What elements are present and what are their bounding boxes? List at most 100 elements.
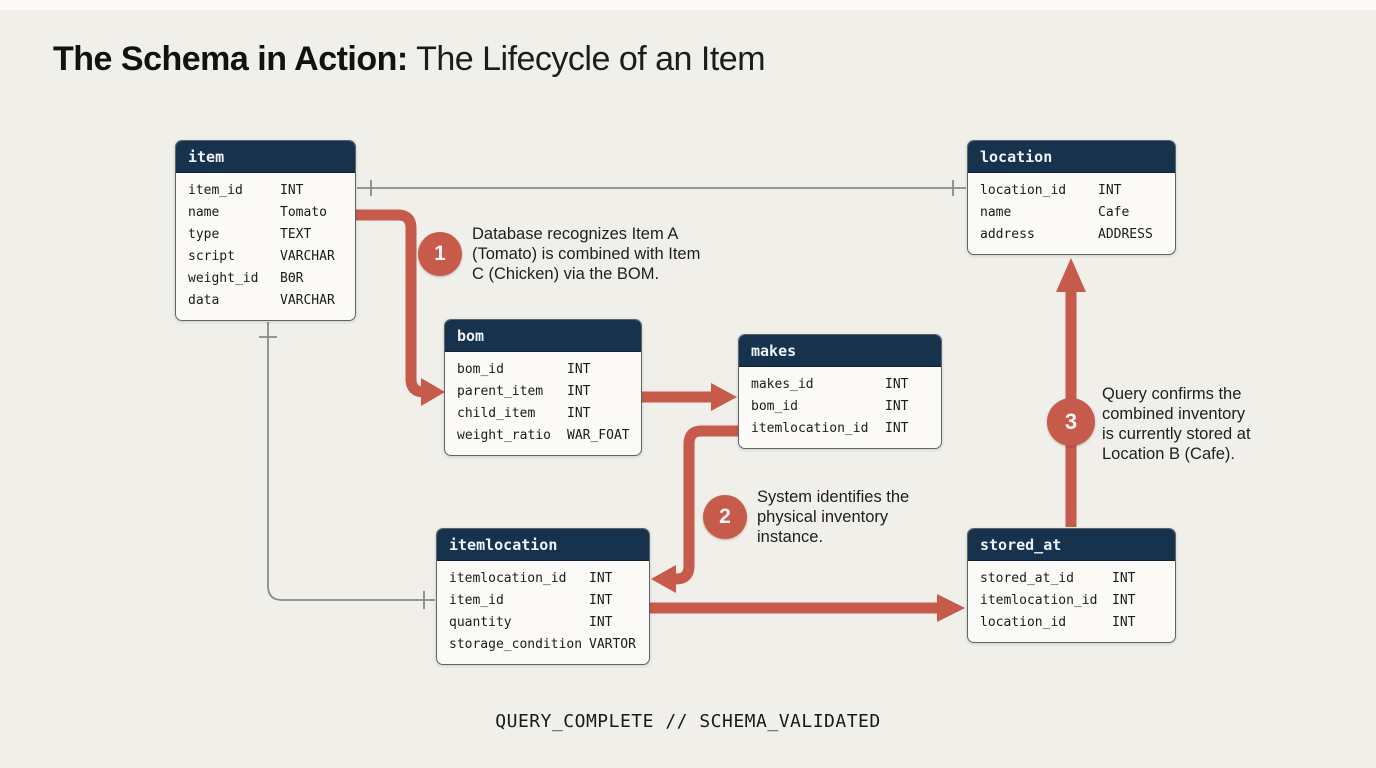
table-bom-title: bom <box>445 320 641 352</box>
step-1-note: Database recognizes Item A (Tomato) is c… <box>472 224 700 284</box>
column-type: VARCHAR <box>280 293 335 308</box>
table-row: bom_id INT <box>751 396 929 418</box>
column-type: INT <box>885 399 909 414</box>
column-type: INT <box>1098 183 1122 198</box>
column-name: location_id <box>980 615 1067 630</box>
column-name: bom_id <box>457 362 504 377</box>
column-name: item_id <box>188 183 243 198</box>
step-3-note-line: Location B (Cafe). <box>1102 445 1235 463</box>
column-name: name <box>980 205 1012 220</box>
table-row: quantity INT <box>449 612 637 634</box>
table-row: itemlocation_id INT <box>980 590 1163 612</box>
table-row: storage_condition VARTOR <box>449 634 637 656</box>
column-type: INT <box>589 615 613 630</box>
column-name: bom_id <box>751 399 798 414</box>
table-row: item_id INT <box>188 180 343 202</box>
page-title-regular: The Lifecycle of an Item <box>407 40 766 78</box>
table-row: itemlocation_id INT <box>751 418 929 440</box>
column-name: quantity <box>449 615 512 630</box>
step-3-note: Query confirms the combined inventory is… <box>1102 384 1251 464</box>
arrow-storedat-to-location <box>1056 258 1086 527</box>
table-row: weight_ratio WAR_FOAT <box>457 425 630 447</box>
column-name: name <box>188 205 220 220</box>
table-item-title: item <box>176 141 355 173</box>
step-3-badge: 3 <box>1047 398 1095 446</box>
column-type: VARTOR <box>589 637 636 652</box>
step-1-badge: 1 <box>418 232 462 276</box>
table-row: child_item INT <box>457 403 629 425</box>
column-name: stored_at_id <box>980 571 1074 586</box>
table-stored-at-title: stored_at <box>968 529 1175 561</box>
column-name: weight_id <box>188 271 259 286</box>
arrow-itemlocation-to-storedat <box>650 594 965 622</box>
table-row: address ADDRESS <box>980 224 1163 246</box>
table-row: type TEXT <box>188 224 343 246</box>
page-title: The Schema in Action: The Lifecycle of a… <box>53 40 766 79</box>
column-type: INT <box>589 571 613 586</box>
step-1-note-line: (Tomato) is combined with Item <box>472 245 701 263</box>
table-row: bom_id INT <box>457 359 629 381</box>
column-type: INT <box>589 593 613 608</box>
column-name: location_id <box>980 183 1067 198</box>
column-type: INT <box>1112 615 1136 630</box>
column-name: address <box>980 227 1035 242</box>
table-itemlocation-title: itemlocation <box>437 529 649 561</box>
table-location-body: location_id INT name Cafe address ADDRESS <box>968 173 1175 254</box>
table-row: weight_id BΘR <box>188 268 343 290</box>
step-2-note: System identifies the physical inventory… <box>757 487 909 547</box>
step-2-badge: 2 <box>703 495 747 539</box>
column-name: itemlocation_id <box>980 593 1098 608</box>
step-3-note-line: is currently stored at <box>1102 425 1251 443</box>
table-row: item_id INT <box>449 590 637 612</box>
table-row: name Cafe <box>980 202 1163 224</box>
step-2-note-line: System identifies the <box>757 488 910 506</box>
column-type: INT <box>567 362 591 377</box>
table-row: location_id INT <box>980 180 1163 202</box>
step-1-note-line: C (Chicken) via the BOM. <box>472 265 660 283</box>
column-type: INT <box>567 406 591 421</box>
column-name: child_item <box>457 406 536 421</box>
step-3-note-line: Query confirms the <box>1102 385 1242 403</box>
column-type: INT <box>885 421 909 436</box>
column-type: INT <box>280 183 304 198</box>
page-title-bold: The Schema in Action: <box>53 40 408 78</box>
column-type: Cafe <box>1098 205 1130 220</box>
status-footer: QUERY_COMPLETE // SCHEMA_VALIDATED <box>495 711 881 732</box>
table-location-title: location <box>968 141 1175 173</box>
column-type: INT <box>567 384 591 399</box>
table-makes-title: makes <box>739 335 941 367</box>
step-2-note-line: instance. <box>757 528 824 546</box>
column-type: TEXT <box>280 227 312 242</box>
column-type: BΘR <box>280 271 304 286</box>
column-type: ADDRESS <box>1098 227 1153 242</box>
column-name: weight_ratio <box>457 428 551 443</box>
column-type: INT <box>1112 593 1136 608</box>
column-name: script <box>188 249 235 264</box>
column-name: storage_condition <box>449 637 583 652</box>
step-1-note-line: Database recognizes Item A <box>472 225 679 243</box>
arrow-bom-to-makes <box>642 383 737 411</box>
table-row: location_id INT <box>980 612 1163 634</box>
connector-item-location <box>357 180 966 196</box>
column-name: parent_item <box>457 384 544 399</box>
step-3-note-line: combined inventory <box>1102 405 1246 423</box>
column-type: WAR_FOAT <box>567 428 630 443</box>
column-name: itemlocation_id <box>751 421 869 436</box>
column-name: item_id <box>449 593 504 608</box>
top-strip <box>0 0 1376 10</box>
column-name: type <box>188 227 220 242</box>
